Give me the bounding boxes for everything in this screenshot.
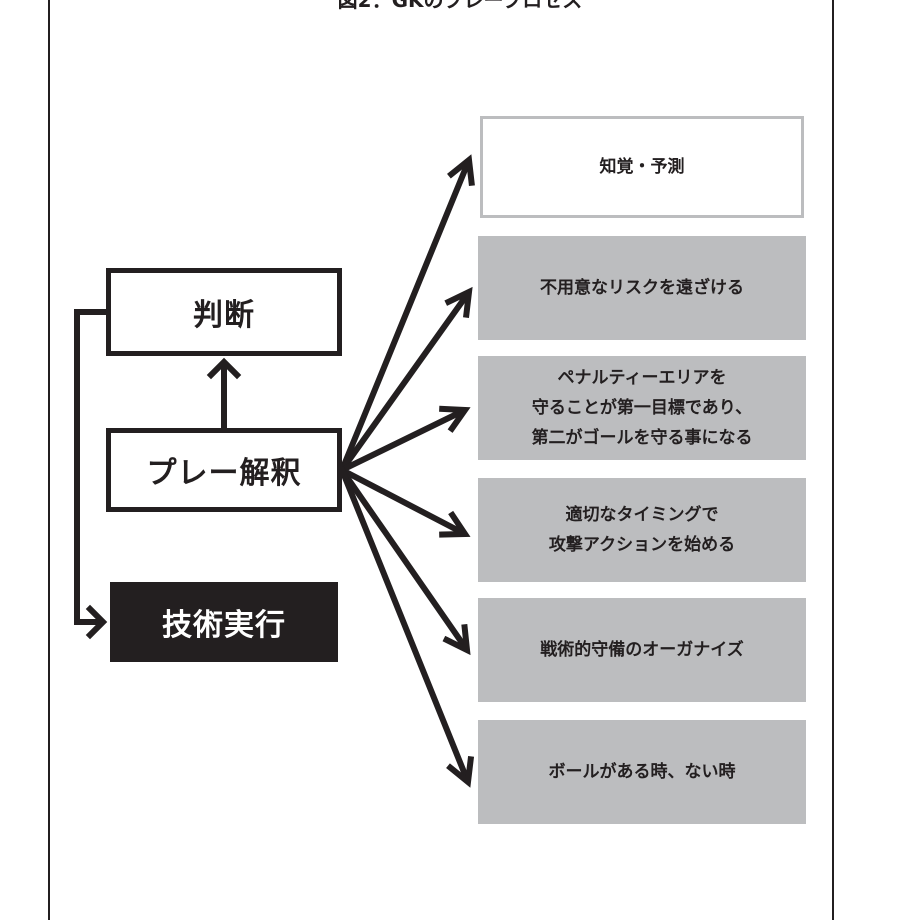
arrowhead-judgment bbox=[206, 357, 242, 380]
fan-arrow-line-4 bbox=[337, 465, 470, 652]
fan-arrowhead-0 bbox=[447, 154, 475, 186]
technical-execution-label: 技術実行 bbox=[162, 608, 286, 643]
fan-arrow-line-5 bbox=[338, 466, 471, 784]
output-label: 適切なタイミングで 攻撃アクションを始める bbox=[548, 505, 736, 555]
frame-right-border bbox=[832, 0, 834, 920]
output-label: 不用意なリスクを遠ざける bbox=[540, 278, 744, 298]
output-box-penalty-area: ペナルティーエリアを 守ることが第一目標であり、 第二がゴールを守る事になる bbox=[478, 356, 806, 460]
play-interpretation-label: プレー解釈 bbox=[146, 456, 302, 491]
technical-execution-box: 技術実行 bbox=[110, 582, 338, 662]
figure-title: 図2：GKのプレープロセス bbox=[337, 0, 583, 12]
judgment-box: 判断 bbox=[106, 268, 342, 356]
fan-arrow-line-3 bbox=[337, 465, 467, 537]
fan-arrowhead-1 bbox=[444, 286, 473, 318]
output-label: 知覚・予測 bbox=[599, 157, 685, 177]
output-box-perception: 知覚・予測 bbox=[480, 116, 804, 218]
arrow-judgment-to-execution bbox=[74, 309, 109, 625]
output-box-tactical-defense: 戦術的守備のオーガナイズ bbox=[478, 598, 806, 702]
fan-arrow-line-1 bbox=[337, 290, 472, 475]
fan-arrow-line-0 bbox=[338, 158, 472, 474]
output-label: ボールがある時、ない時 bbox=[548, 762, 736, 782]
play-interpretation-box: プレー解釈 bbox=[106, 428, 342, 512]
output-box-avoid-risk: 不用意なリスクを遠ざける bbox=[478, 236, 806, 340]
judgment-label: 判断 bbox=[193, 298, 255, 333]
output-label: 戦術的守備のオーガナイズ bbox=[540, 640, 744, 660]
fan-arrowhead-3 bbox=[439, 510, 471, 538]
output-box-ball-possession: ボールがある時、ない時 bbox=[478, 720, 806, 824]
frame-left-border bbox=[48, 0, 50, 920]
fan-arrowhead-4 bbox=[442, 624, 471, 656]
fan-arrowhead-2 bbox=[439, 405, 471, 433]
output-label: ペナルティーエリアを 守ることが第一目標であり、 第二がゴールを守る事になる bbox=[531, 368, 753, 448]
output-box-attack-timing: 適切なタイミングで 攻撃アクションを始める bbox=[478, 478, 806, 582]
arrowhead-execution bbox=[85, 604, 108, 640]
fan-arrows bbox=[337, 154, 475, 788]
fan-arrowhead-5 bbox=[446, 756, 475, 788]
fan-arrow-line-2 bbox=[337, 407, 467, 475]
